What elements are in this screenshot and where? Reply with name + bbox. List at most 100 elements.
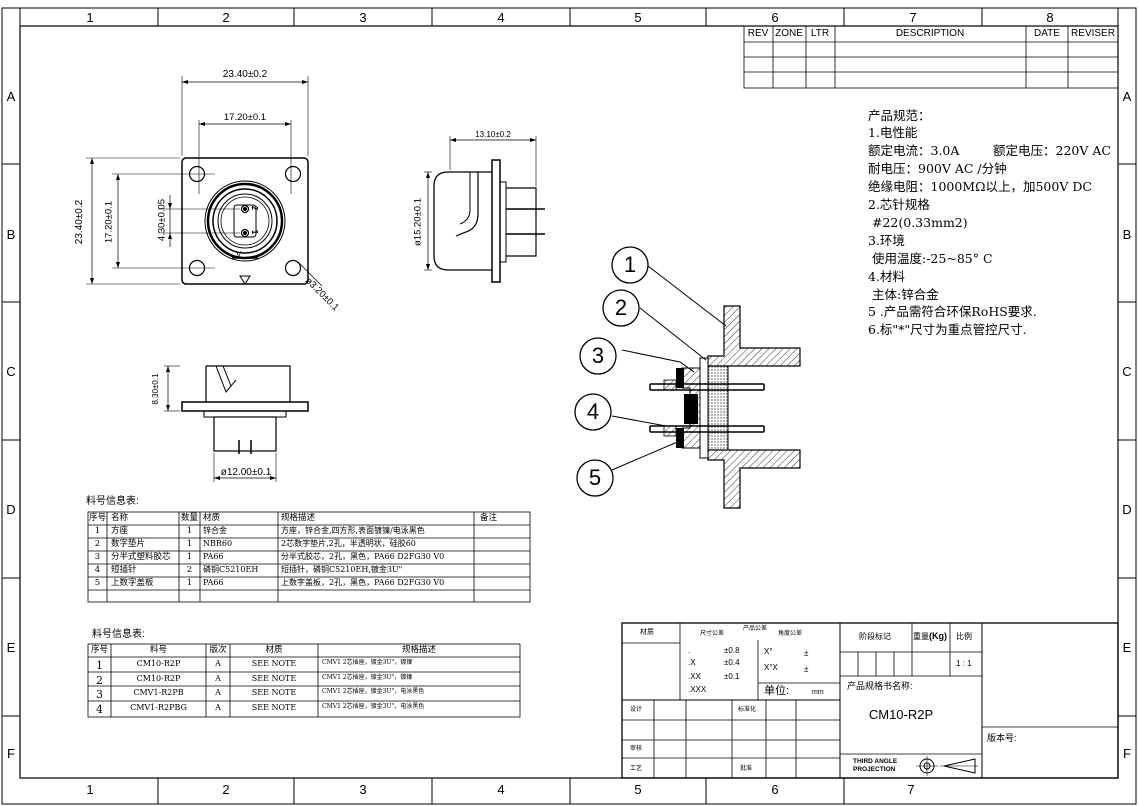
material-table-2-caption: 料号信息表:: [92, 629, 145, 640]
tb-unit-label: 单位:: [764, 685, 790, 697]
spec-line: #22(0.33mm2): [872, 215, 968, 230]
zone-top-4: 4: [497, 10, 505, 25]
tb-angle-val: ±: [804, 665, 809, 674]
revision-table-grid: [743, 25, 1119, 89]
table-cell: 2: [186, 565, 193, 575]
dim-front-height-outer: 23.40±0.2: [74, 199, 85, 245]
tb-angle-val: ±: [804, 649, 809, 658]
table-cell: 方座: [111, 526, 129, 536]
table-cell: 1: [94, 526, 101, 536]
pin-label-2: 2: [250, 205, 260, 211]
front-view: [86, 76, 323, 287]
tb-tol-fmt: .XXX: [688, 685, 707, 694]
table-header: 材质: [203, 513, 221, 523]
table-cell: 数字垫片: [111, 539, 146, 549]
zone-top-3: 3: [359, 10, 367, 25]
title-block-grid: [621, 622, 1119, 779]
tb-tol-fmt: .XX: [688, 672, 701, 681]
zone-right-e: E: [1122, 640, 1132, 655]
dim-front-height-inner: 17.20±0.1: [103, 200, 115, 244]
zone-bottom-1: 1: [86, 782, 94, 797]
zone-bottom-3: 3: [359, 782, 367, 797]
zone-bottom-6: 6: [771, 782, 779, 797]
table-cell: CMV1 2芯插座，镀金3U"，镀镍: [322, 659, 413, 666]
table-cell: 4: [94, 565, 101, 575]
zone-top-8: 8: [1046, 10, 1054, 25]
rev-header-description: DESCRIPTION: [895, 28, 965, 39]
spec-line: 使用温度:-25~85° C: [872, 251, 993, 266]
tb-tol-fmt: .X: [688, 658, 696, 667]
table-cell: 1: [186, 578, 193, 588]
zone-top-5: 5: [634, 10, 642, 25]
dim-pin-pitch: 4.30±0.05: [156, 198, 168, 242]
tb-angle-fmt: X°: [764, 647, 773, 656]
table-cell: 2: [94, 539, 101, 549]
zone-bottom-7: 7: [907, 782, 915, 797]
zone-bottom-4: 4: [497, 782, 505, 797]
zone-right-a: A: [1122, 89, 1132, 104]
side-view: [424, 136, 545, 283]
table-cell: CMV1-R2PBG: [130, 703, 187, 712]
table-header: 料号: [149, 645, 167, 655]
sheet-border: [1, 7, 1137, 805]
spec-line: 额定电压：220V AC: [993, 143, 1111, 158]
spec-line: 5 .产品需符合环保RoHS要求.: [868, 304, 1037, 319]
dim-bottom-diameter: ø12.00±0.1: [220, 467, 272, 478]
tb-angle-fmt: X°X: [764, 663, 778, 672]
table-cell: 4: [96, 703, 103, 716]
table-cell: 磷铜C5210EH: [203, 565, 259, 574]
tb-unit-value: mm: [812, 689, 824, 696]
table-cell: 1: [96, 659, 103, 672]
tb-design-label: 设计: [630, 707, 643, 713]
zone-left-f: F: [7, 746, 15, 761]
spec-line: 1.电性能: [868, 125, 918, 140]
dim-bottom-height: 8.30±0.1: [151, 373, 160, 405]
table-cell: 锌合金: [203, 526, 227, 535]
table-cell: 方座，锌合金,四方形,表面镀镍/电泳黑色: [281, 526, 425, 535]
spec-line: 6.标"*"尺寸为重点管控尺寸.: [868, 322, 1027, 337]
tb-process-label: 工艺: [630, 766, 643, 772]
balloon-4: 4: [586, 399, 600, 424]
dim-front-width-inner: 17.20±0.1: [223, 112, 267, 123]
table-cell: CMV1-R2PB: [133, 688, 184, 697]
spec-title: 产品规范：: [868, 108, 931, 123]
tb-approve-label: 批准: [740, 766, 753, 772]
tb-projection-line-2: PROJECTION: [853, 766, 896, 773]
zone-left-b: B: [6, 227, 16, 242]
tb-tolerance-header: 产品公差: [742, 626, 768, 632]
table-cell: 短插针: [111, 565, 137, 575]
rev-header-rev: REV: [747, 28, 769, 39]
table-cell: A: [215, 688, 221, 697]
balloon-5: 5: [588, 465, 602, 490]
tb-tol-fmt: .: [688, 646, 691, 655]
table-header: 名称: [111, 513, 129, 523]
zone-top-7: 7: [909, 10, 917, 25]
table-cell: SEE NOTE: [251, 659, 297, 668]
tb-review-label: 审核: [630, 746, 643, 752]
tb-product-name: CM10-R2P: [868, 707, 934, 722]
balloon-callouts: [574, 246, 727, 497]
table-cell: 分半式胶芯，2孔，黑色，PA66 D2FG30 V0: [281, 552, 445, 561]
table-cell: 1: [186, 526, 193, 536]
spec-line: 3.环境: [868, 233, 905, 248]
table-cell: NBR60: [203, 539, 233, 548]
tb-stage-label: 阶段标记: [859, 632, 891, 641]
material-table-2-grid: [87, 643, 521, 718]
tb-weight-unit: (Kg): [929, 631, 947, 641]
spec-line: 2.芯针规格: [868, 197, 930, 212]
projection-symbol-icon: [916, 756, 978, 776]
rev-header-ltr: LTR: [810, 28, 830, 39]
zone-right-f: F: [1123, 746, 1131, 761]
zone-left-c: C: [6, 364, 16, 379]
table-cell: SEE NOTE: [251, 674, 297, 683]
balloon-2: 2: [614, 295, 628, 320]
dim-side-depth: 13.10±0.2: [475, 130, 511, 139]
section-view: [649, 305, 801, 509]
zone-top-2: 2: [222, 10, 230, 25]
table-cell: A: [215, 659, 221, 668]
table-cell: SEE NOTE: [251, 688, 297, 697]
table-cell: PA66: [203, 578, 224, 587]
tb-size-tolerance: 尺寸公差: [700, 631, 725, 637]
tb-version-label: 版本号:: [987, 733, 1017, 743]
zone-top-1: 1: [86, 10, 94, 25]
